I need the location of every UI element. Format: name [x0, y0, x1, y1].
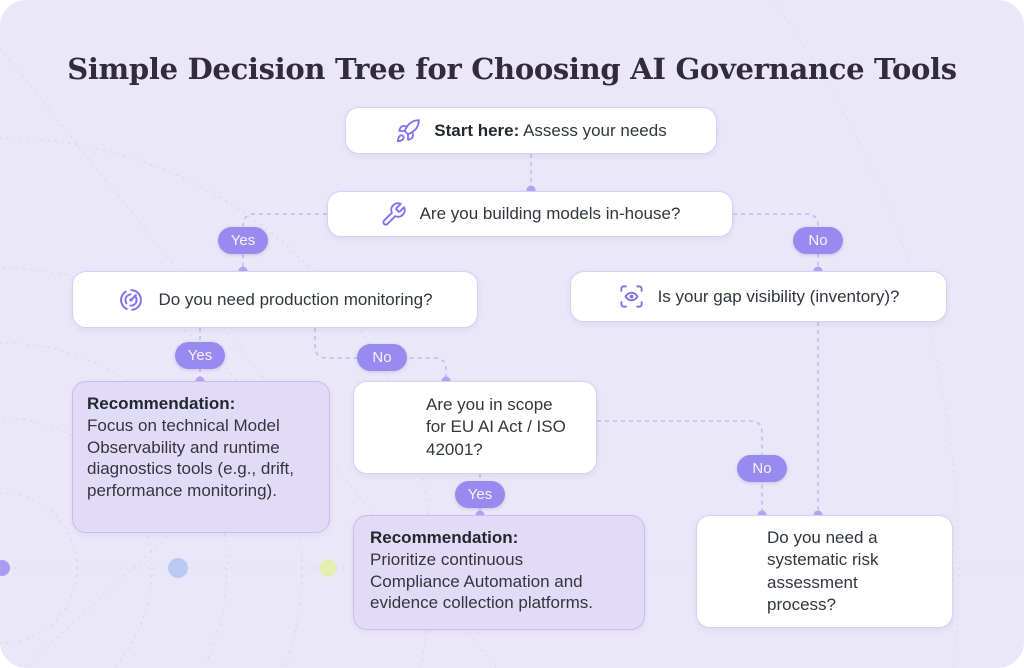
branch-pill-yes-monitoring: Yes [175, 342, 225, 369]
recommendation-heading: Recommendation: [370, 528, 519, 547]
branch-pill-no-monitoring: No [357, 344, 407, 371]
accent-dot-yellow [319, 559, 337, 577]
radar-icon [117, 286, 145, 314]
question-risk-label: Do you need a systematic risk assessment… [767, 528, 879, 614]
question-inventory-node: Is your gap visibility (inventory)? [570, 271, 947, 322]
branch-pill-yes-scope: Yes [455, 481, 505, 508]
rocket-icon [395, 118, 421, 144]
recommendation-body: Prioritize continuous Compliance Automat… [370, 549, 594, 613]
accent-dot-purple [0, 560, 10, 576]
question-scope-node: Are you in scope for EU AI Act / ISO 420… [353, 381, 597, 474]
eye-scan-icon [618, 283, 645, 310]
question-inhouse-label: Are you building models in-house? [419, 204, 681, 223]
branch-pill-yes-inhouse: Yes [218, 227, 268, 254]
question-monitoring-label: Do you need production monitoring? [158, 289, 433, 309]
question-inventory-label: Is your gap visibility (inventory)? [657, 286, 900, 306]
branch-pill-no-inhouse: No [793, 227, 843, 254]
branch-pill-no-scope: No [737, 455, 787, 482]
accent-dot-blue [168, 558, 188, 578]
wrench-icon [380, 201, 407, 228]
recommendation-body: Focus on technical Model Observability a… [87, 415, 294, 500]
question-monitoring-node: Do you need production monitoring? [72, 271, 478, 328]
recommendation-observability: Recommendation: Focus on technical Model… [72, 381, 330, 533]
question-risk-node: Do you need a systematic risk assessment… [696, 515, 953, 628]
page-title: Simple Decision Tree for Choosing AI Gov… [67, 52, 957, 87]
start-node-label: Start here: Assess your needs [434, 120, 667, 140]
question-scope-label: Are you in scope for EU AI Act / ISO 420… [426, 395, 566, 459]
recommendation-compliance: Recommendation: Prioritize continuous Co… [353, 515, 645, 630]
start-node: Start here: Assess your needs [345, 107, 717, 154]
recommendation-heading: Recommendation: [87, 394, 236, 413]
question-inhouse-node: Are you building models in-house? [327, 191, 733, 237]
